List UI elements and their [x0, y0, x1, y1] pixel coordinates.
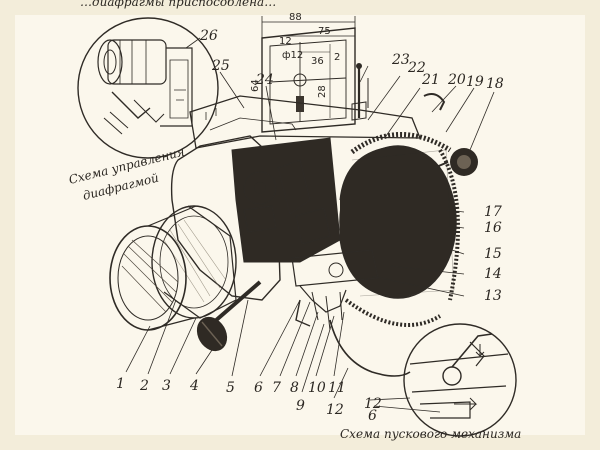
dim-28: 28 [317, 85, 328, 98]
dim-64: 64 [250, 79, 261, 92]
part-label-12: 12 [326, 402, 344, 418]
part-label-2: 2 [139, 378, 149, 394]
part-label-17: 17 [484, 204, 502, 220]
part-label-22: 22 [407, 60, 426, 76]
part-label-4: 4 [189, 378, 199, 394]
part-label-3: 3 [162, 378, 171, 394]
camera-body [170, 93, 478, 377]
part-label-5: 5 [226, 380, 235, 396]
side-handle [196, 280, 262, 352]
part-label-8: 8 [290, 380, 299, 396]
part-label-24: 24 [255, 72, 274, 88]
part-label-26: 26 [199, 28, 218, 44]
trigger-scheme-inset [403, 323, 517, 437]
part-label-13: 13 [484, 288, 502, 304]
diaphragm-scheme-inset: 26 [77, 17, 219, 159]
trigger-scheme-caption: Схема пускового механизма [340, 427, 521, 441]
inset-label-6: 6 [368, 408, 377, 424]
leader-lines [125, 65, 495, 413]
lens-assembly [109, 205, 237, 331]
part-label-18: 18 [486, 76, 504, 92]
part-label-21: 21 [421, 72, 440, 88]
part-label-7: 7 [272, 380, 281, 396]
dim-phi12: ф12 [282, 50, 303, 61]
dim-36: 36 [311, 56, 324, 67]
part-label-25: 25 [211, 58, 230, 74]
part-label-15: 15 [484, 246, 502, 262]
dim-88: 88 [289, 12, 302, 23]
inset-label-12: 12 [364, 396, 382, 412]
part-label-19: 19 [466, 74, 484, 90]
part-label-9: 9 [296, 398, 305, 414]
dim-2: 2 [334, 52, 340, 63]
part-labels: 25 24 23 22 21 20 19 18 17 16 15 14 13 1… [116, 52, 504, 424]
dim-75: 75 [318, 26, 331, 37]
part-label-10: 10 [308, 380, 326, 396]
dim-12: 12 [279, 36, 292, 47]
part-label-16: 16 [484, 220, 502, 236]
part-label-11: 11 [328, 380, 346, 396]
part-label-20: 20 [447, 72, 466, 88]
part-label-14: 14 [484, 266, 502, 282]
part-label-6: 6 [254, 380, 263, 396]
top-partial-text: …диафрагмы приспособлена… [80, 0, 276, 9]
part-label-23: 23 [391, 52, 410, 68]
viewfinder-frame [261, 16, 356, 133]
part-label-1: 1 [116, 376, 125, 392]
